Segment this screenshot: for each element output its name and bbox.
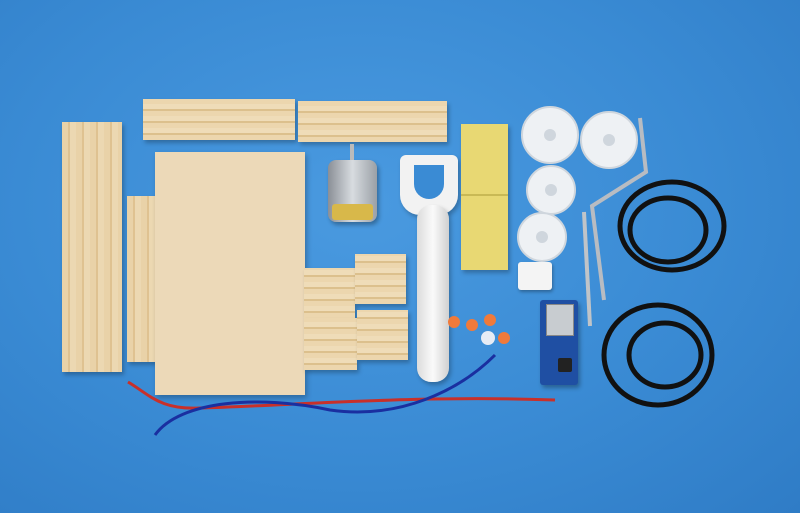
holder-cutout — [414, 165, 444, 199]
wood-stick — [62, 122, 122, 372]
wood-cube — [304, 268, 355, 318]
rubber-band — [626, 320, 704, 390]
wood-block-top-right — [298, 101, 447, 142]
dc-motor — [328, 144, 377, 222]
wood-strip — [127, 196, 155, 362]
motor-holder — [400, 155, 458, 215]
inductor — [558, 358, 572, 372]
blue-wire — [153, 353, 497, 436]
rubber-band — [627, 195, 709, 265]
led-board — [518, 262, 552, 290]
wood-cube — [304, 318, 357, 370]
usb-port — [546, 304, 574, 336]
white-washer — [481, 331, 495, 345]
wood-cube — [355, 254, 406, 304]
wood-block-top-left — [143, 99, 295, 140]
usb-charger-module — [540, 300, 578, 385]
motor-endcap — [332, 204, 373, 220]
pad-divider — [461, 194, 508, 196]
rubber-band — [601, 302, 715, 408]
orange-washer — [484, 314, 496, 326]
orange-washer — [448, 316, 460, 328]
orange-washer — [498, 332, 510, 344]
wood-cube — [357, 310, 408, 360]
pulleys — [517, 106, 638, 262]
metal-axle — [582, 211, 592, 327]
red-wire — [127, 380, 556, 410]
orange-washer — [466, 319, 478, 331]
crank-rod — [589, 117, 649, 301]
motor-shaft — [350, 144, 354, 160]
plywood-sheet — [155, 152, 305, 395]
rubber-band — [617, 179, 727, 273]
white-tube — [417, 205, 449, 382]
yellow-foam-pads — [461, 124, 508, 270]
rubber-bands — [601, 179, 727, 408]
washers — [448, 314, 510, 345]
